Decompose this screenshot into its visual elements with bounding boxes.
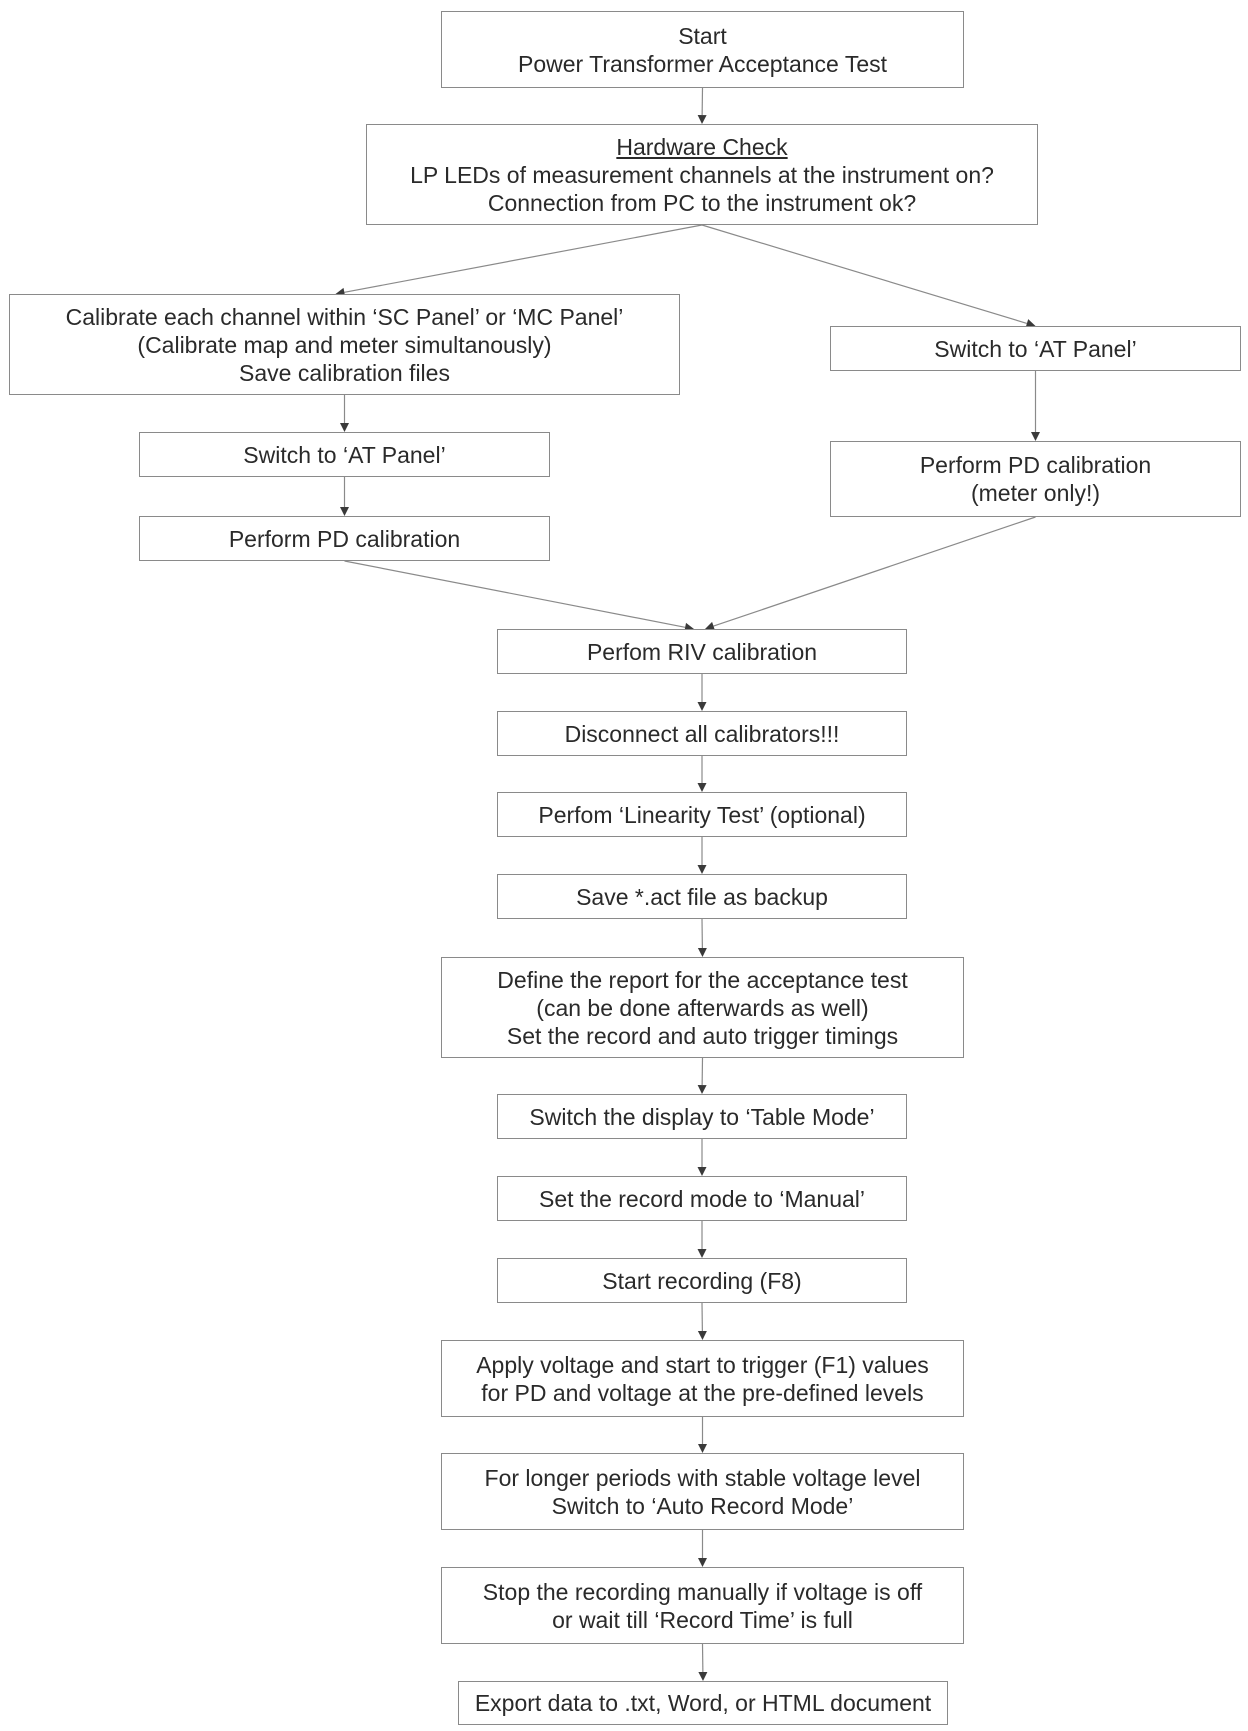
arrowhead [340,507,349,516]
connector-line [713,516,1036,627]
arrowhead [697,1249,707,1258]
connector-n1-n2 [335,224,703,297]
save-backup-label: Save *.act file as backup [576,883,828,910]
define-report-node: Define the report for the acceptance tes… [441,957,964,1058]
start-node-line-2: Power Transformer Acceptance Test [517,50,888,77]
switch-at-panel-right-label: Switch to ‘AT Panel’ [934,335,1137,362]
connector-line [701,224,1028,324]
hardware-check-title: Hardware Check [616,133,788,160]
connector-n3-n5 [1031,371,1040,441]
riv-calibration-label: Perfom RIV calibration [586,638,818,665]
riv-calibration-node: Perfom RIV calibration [497,629,907,674]
arrowhead [698,1444,707,1453]
connector-n9-n10 [697,837,707,874]
connector-n7-n8 [697,674,707,711]
pd-calibration-label: Perform PD calibration [228,525,461,552]
arrowhead [698,1558,707,1567]
switch-at-panel-right-node: Switch to ‘AT Panel’ [830,326,1241,371]
stop-recording-line-2: or wait till ‘Record Time’ is full [552,1606,853,1633]
connector-n13-n14 [697,1221,707,1258]
linearity-test-label: Perfom ‘Linearity Test’ (optional) [538,801,866,828]
auto-record-node: For longer periods with stable voltage l… [441,1453,964,1530]
switch-at-panel-left-node: Switch to ‘AT Panel’ [139,432,550,477]
hardware-check-node: Hardware Check LP LEDs of measurement ch… [366,124,1038,225]
calibrate-channels-line-2: (Calibrate map and meter simultanously) [137,331,552,358]
connector-n14-n15 [697,1302,707,1340]
start-node-line-1: Start [678,22,727,49]
start-recording-label: Start recording (F8) [602,1267,802,1294]
disconnect-calibrators-node: Disconnect all calibrators!!! [497,711,907,756]
arrowhead [698,1671,708,1681]
save-backup-node: Save *.act file as backup [497,874,907,919]
arrowhead [697,865,707,874]
define-report-line-2: (can be done afterwards as well) [536,994,869,1021]
connector-n5-n7 [705,516,1036,631]
auto-record-line-2: Switch to ‘Auto Record Mode’ [551,1492,854,1519]
apply-voltage-node: Apply voltage and start to trigger (F1) … [441,1340,964,1417]
arrowhead [1025,319,1036,328]
define-report-line-3: Set the record and auto trigger timings [506,1022,899,1049]
record-mode-manual-node: Set the record mode to ‘Manual’ [497,1176,907,1221]
arrowhead [697,947,707,957]
apply-voltage-line-1: Apply voltage and start to trigger (F1) … [476,1351,929,1378]
connector-n16-n17 [698,1530,707,1567]
arrowhead [1031,432,1040,441]
table-mode-label: Switch the display to ‘Table Mode’ [529,1103,875,1130]
connector-n11-n12 [697,1057,707,1094]
connector-n6-n7 [344,560,694,632]
arrowhead [697,1167,707,1176]
start-recording-node: Start recording (F8) [497,1258,907,1303]
arrowhead [697,1084,707,1094]
stop-recording-node: Stop the recording manually if voltage i… [441,1567,964,1644]
connector-n12-n13 [697,1139,707,1176]
connector-n2-n4 [340,395,349,432]
disconnect-calibrators-label: Disconnect all calibrators!!! [564,720,840,747]
table-mode-node: Switch the display to ‘Table Mode’ [497,1094,907,1139]
pd-calibration-meter-only-node: Perform PD calibration (meter only!) [830,441,1241,517]
connector-line [344,224,703,293]
connector-n0-n1 [697,87,707,124]
export-data-label: Export data to .txt, Word, or HTML docum… [474,1690,932,1716]
hardware-check-line-3: Connection from PC to the instrument ok? [487,189,917,216]
connector-line [344,560,686,628]
calibrate-channels-line-1: Calibrate each channel within ‘SC Panel’… [65,303,624,330]
pd-calibration-meter-only-line-2: (meter only!) [970,480,1101,506]
calibrate-channels-node: Calibrate each channel within ‘SC Panel’… [9,294,680,395]
pd-calibration-node: Perform PD calibration [139,516,550,561]
connector-n8-n9 [697,756,707,792]
record-mode-manual-label: Set the record mode to ‘Manual’ [538,1185,865,1212]
arrowhead [340,423,349,432]
connector-n4-n6 [340,477,349,516]
connector-n10-n11 [697,918,707,957]
hardware-check-line-2: LP LEDs of measurement channels at the i… [410,161,994,188]
connector-n15-n16 [698,1417,707,1453]
arrowhead [705,621,715,631]
linearity-test-node: Perfom ‘Linearity Test’ (optional) [497,792,907,837]
arrowhead [697,114,707,124]
switch-at-panel-left-label: Switch to ‘AT Panel’ [243,441,446,468]
arrowhead [697,783,707,792]
calibrate-channels-line-3: Save calibration files [239,359,450,386]
arrowhead [697,1330,707,1340]
start-node: Start Power Transformer Acceptance Test [441,11,964,88]
connector-n1-n3 [701,224,1036,328]
connector-n17-n18 [698,1643,708,1681]
define-report-line-1: Define the report for the acceptance tes… [497,966,908,993]
arrowhead [697,702,707,711]
pd-calibration-meter-only-line-1: Perform PD calibration [919,452,1152,478]
stop-recording-line-1: Stop the recording manually if voltage i… [482,1578,923,1605]
auto-record-line-1: For longer periods with stable voltage l… [484,1464,921,1491]
apply-voltage-line-2: for PD and voltage at the pre-defined le… [481,1379,924,1406]
export-data-node: Export data to .txt, Word, or HTML docum… [458,1681,948,1725]
